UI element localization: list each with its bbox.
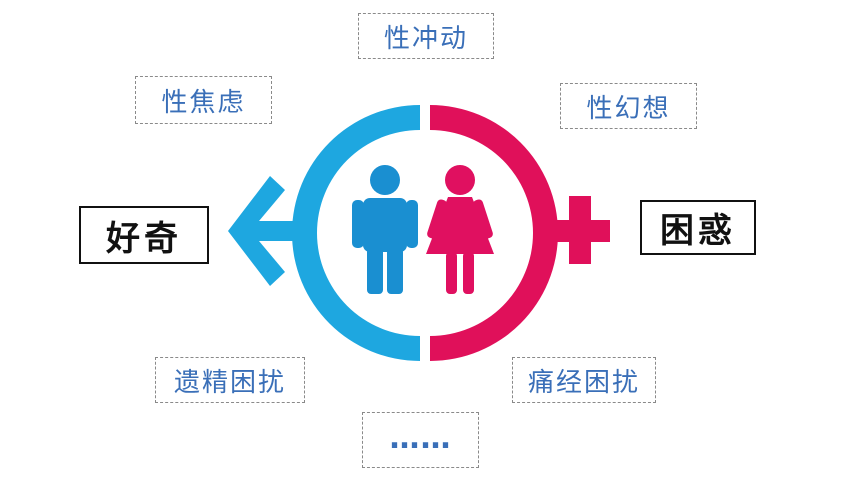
label-upper-left: 性焦虑 — [135, 76, 272, 124]
label-lower-right: 痛经困扰 — [512, 357, 656, 403]
label-right: 困惑 — [640, 200, 756, 255]
label-left: 好奇 — [79, 206, 209, 264]
male-arrow-icon — [228, 176, 300, 286]
female-figure-icon — [426, 165, 494, 294]
label-upper-right: 性幻想 — [560, 83, 697, 129]
female-cross-icon — [548, 196, 610, 264]
female-half-ring — [430, 105, 558, 361]
label-bottom-ellipsis: …… — [362, 412, 479, 468]
male-figure-icon — [352, 165, 418, 294]
label-top: 性冲动 — [358, 13, 494, 59]
label-lower-left: 遗精困扰 — [155, 357, 305, 403]
male-half-ring — [292, 105, 420, 361]
